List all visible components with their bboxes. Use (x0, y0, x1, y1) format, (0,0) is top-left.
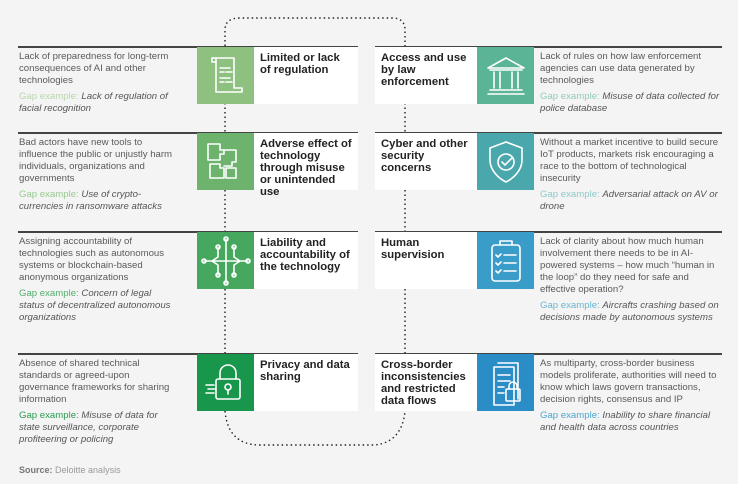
gap-example: Gap example: Inability to share financia… (540, 410, 711, 433)
category-title: Limited or lack of regulation (254, 47, 358, 104)
category-description: Lack of clarity about how much human inv… (540, 236, 719, 323)
source-note: Source: Deloitte analysis (19, 465, 121, 475)
category-title: Human supervision (375, 232, 477, 289)
category-title: Adverse effect of technology through mis… (254, 133, 358, 198)
row-divider (375, 231, 722, 233)
category-title: Cross-border inconsistencies and restric… (375, 354, 477, 411)
courthouse-icon (477, 47, 534, 104)
row-divider (18, 132, 358, 134)
category-title: Access and use by law enforcement (375, 47, 477, 104)
shield-check-icon (477, 133, 534, 190)
category-description: Lack of rules on how law enforcement age… (540, 51, 720, 114)
gap-example: Gap example: Misuse of data collected fo… (540, 91, 720, 114)
puzzle-icon (197, 133, 254, 190)
category-description: Lack of preparedness for long-term conse… (19, 51, 179, 115)
clipboard-checklist-icon (477, 232, 534, 289)
category-description: Without a market incentive to build secu… (540, 137, 719, 212)
circuit-icon (197, 232, 254, 289)
category-title: Cyber and other security concerns (375, 133, 477, 190)
category-description: As multiparty, cross-border business mod… (540, 358, 720, 434)
locked-documents-icon (477, 354, 534, 411)
gap-example: Gap example: Concern of legal status of … (19, 288, 171, 323)
gap-example: Gap example: Use of crypto-currencies in… (19, 189, 162, 212)
category-title: Liability and accountability of the tech… (254, 232, 358, 289)
category-description: Bad actors have new tools to influence t… (19, 137, 179, 213)
gap-example: Gap example: Lack of regulation of facia… (19, 91, 168, 114)
gap-example: Gap example: Aircrafts crashing based on… (540, 300, 719, 323)
row-divider (18, 46, 358, 48)
scroll-icon (197, 47, 254, 104)
padlock-icon (197, 354, 254, 411)
row-divider (18, 353, 358, 355)
category-description: Assigning accountability of technologies… (19, 236, 179, 324)
row-divider (375, 353, 722, 355)
row-divider (375, 132, 722, 134)
row-divider (375, 46, 722, 48)
gap-example: Gap example: Adversarial attack on AV or… (540, 189, 718, 212)
row-divider (18, 231, 358, 233)
category-description: Absence of shared technical standards or… (19, 358, 179, 446)
gap-example: Gap example: Misuse of data for state su… (19, 410, 158, 445)
category-title: Privacy and data sharing (254, 354, 358, 411)
